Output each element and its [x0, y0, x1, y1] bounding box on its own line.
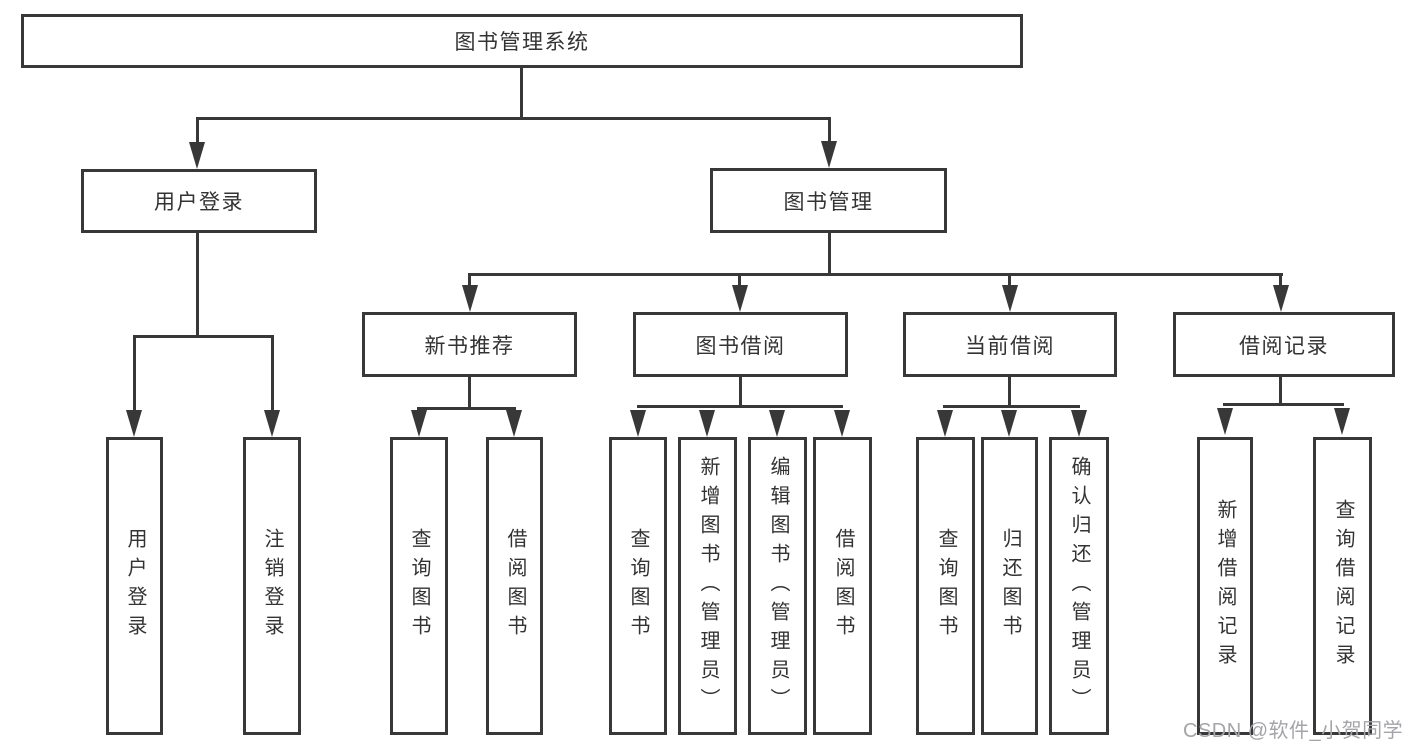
- leaf-label: 确认归还（管理员）: [1068, 455, 1090, 717]
- leaf-label: 借阅图书: [504, 528, 526, 644]
- leaf-label: 编辑图书（管理员）: [767, 455, 789, 717]
- connector-line: [1223, 403, 1344, 406]
- node-label: 当前借阅: [965, 334, 1055, 358]
- leaf-label: 查询图书: [627, 528, 649, 644]
- arrow-down-icon: [1002, 285, 1018, 312]
- leaf-logout: 注销登录: [243, 437, 301, 735]
- leaf-label: 新增图书（管理员）: [697, 455, 719, 717]
- arrow-down-icon: [1071, 410, 1087, 437]
- arrow-down-icon: [506, 410, 522, 437]
- arrow-down-icon: [1334, 408, 1350, 435]
- leaf-query-books-current: 查询图书: [916, 437, 975, 735]
- node-label: 新书推荐: [424, 334, 515, 358]
- connector-line: [1279, 377, 1282, 405]
- leaf-edit-books-admin: 编辑图书（管理员）: [748, 437, 807, 735]
- leaf-add-books-admin: 新增图书（管理员）: [678, 437, 737, 735]
- leaf-label: 查询图书: [935, 528, 957, 644]
- leaf-add-borrow-record: 新增借阅记录: [1197, 437, 1253, 735]
- leaf-label: 查询图书: [408, 528, 430, 644]
- connector-line: [943, 405, 1080, 408]
- node-borrowing-records: 借阅记录: [1173, 312, 1395, 377]
- arrow-down-icon: [462, 285, 478, 312]
- leaf-return-books: 归还图书: [981, 437, 1038, 735]
- arrow-down-icon: [834, 410, 850, 437]
- connector-line: [739, 377, 742, 407]
- arrow-down-icon: [126, 410, 142, 437]
- leaf-user-login: 用户登录: [106, 437, 163, 735]
- leaf-label: 注销登录: [261, 528, 283, 644]
- leaf-label: 新增借阅记录: [1214, 499, 1236, 673]
- connector-line: [271, 335, 274, 415]
- arrow-down-icon: [937, 410, 953, 437]
- arrow-down-icon: [1273, 285, 1289, 312]
- connector-line: [133, 335, 136, 415]
- arrow-down-icon: [699, 410, 715, 437]
- connector-line: [417, 407, 516, 410]
- node-label: 图书管理: [783, 190, 874, 214]
- arrow-down-icon: [1217, 408, 1233, 435]
- leaf-label: 查询借阅记录: [1332, 499, 1354, 673]
- connector-line: [828, 117, 831, 145]
- connector-line: [196, 117, 831, 120]
- node-book-management: 图书管理: [710, 168, 947, 233]
- connector-line: [468, 273, 471, 287]
- leaf-label: 用户登录: [124, 528, 146, 644]
- connector-line: [1008, 377, 1011, 407]
- connector-line: [738, 273, 741, 287]
- leaf-borrow-books-borrowing: 借阅图书: [813, 437, 872, 735]
- leaf-label: 归还图书: [999, 528, 1021, 644]
- connector-line: [468, 273, 1283, 276]
- node-label: 用户登录: [154, 191, 244, 214]
- arrow-down-icon: [264, 410, 280, 437]
- leaf-borrow-books-recommend: 借阅图书: [486, 437, 543, 735]
- node-current-borrowing: 当前借阅: [903, 312, 1117, 377]
- arrow-down-icon: [769, 410, 785, 437]
- connector-line: [637, 405, 843, 408]
- leaf-query-books-borrowing: 查询图书: [609, 437, 667, 735]
- node-label: 借阅记录: [1239, 334, 1329, 358]
- connector-line: [468, 377, 471, 409]
- arrow-down-icon: [189, 142, 205, 169]
- leaf-label: 借阅图书: [832, 528, 854, 644]
- node-user-login: 用户登录: [81, 169, 317, 233]
- arrow-down-icon: [821, 141, 837, 168]
- connector-line: [196, 233, 199, 337]
- csdn-watermark: CSDN @软件_小贺同学: [1183, 720, 1404, 742]
- node-new-book-recommendation: 新书推荐: [362, 312, 577, 377]
- arrow-down-icon: [1001, 410, 1017, 437]
- connector-line: [1279, 273, 1282, 287]
- connector-line: [196, 117, 199, 145]
- arrow-down-icon: [411, 410, 427, 437]
- connector-line: [828, 233, 831, 275]
- node-library-management-system: 图书管理系统: [21, 14, 1023, 68]
- node-book-borrowing: 图书借阅: [633, 312, 848, 377]
- node-label: 图书管理系统: [454, 31, 590, 54]
- leaf-query-books-recommend: 查询图书: [390, 437, 448, 735]
- leaf-query-borrow-record: 查询借阅记录: [1313, 437, 1372, 735]
- connector-line: [520, 68, 523, 118]
- leaf-confirm-return-admin: 确认归还（管理员）: [1049, 437, 1109, 735]
- connector-line: [133, 335, 274, 338]
- arrow-down-icon: [630, 410, 646, 437]
- arrow-down-icon: [732, 285, 748, 312]
- connector-line: [1008, 273, 1011, 287]
- node-label: 图书借阅: [695, 334, 786, 358]
